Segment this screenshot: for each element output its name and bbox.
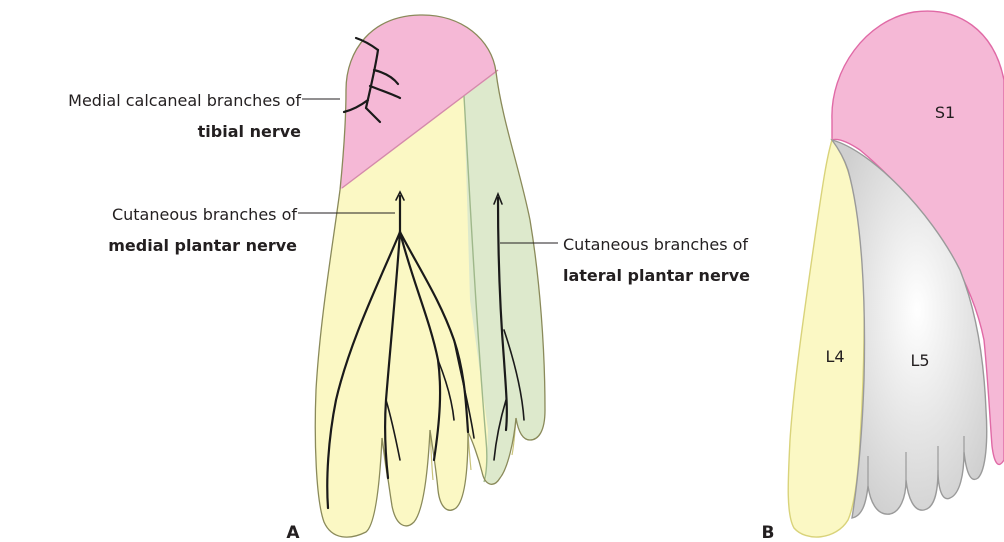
- label-lateral-line2: lateral plantar nerve: [563, 266, 750, 285]
- label-medial-line2: medial plantar nerve: [108, 236, 297, 255]
- foot-b-dermatome-view: [788, 11, 1004, 537]
- panel-letter-b: B: [762, 523, 775, 542]
- dermatome-l4: [788, 140, 864, 537]
- label-calcaneal-line2: tibial nerve: [198, 122, 301, 141]
- label-s1: S1: [935, 103, 955, 122]
- foot-a-plantar-view: [298, 0, 560, 542]
- panel-letter-a: A: [286, 523, 300, 542]
- label-l4: L4: [825, 347, 844, 366]
- lateral-plantar-region: [464, 64, 560, 542]
- label-lateral-line1: Cutaneous branches of: [563, 235, 748, 254]
- label-l5: L5: [910, 351, 929, 370]
- label-medial-line1: Cutaneous branches of: [112, 205, 297, 224]
- label-calcaneal-line1: Medial calcaneal branches of: [68, 91, 301, 110]
